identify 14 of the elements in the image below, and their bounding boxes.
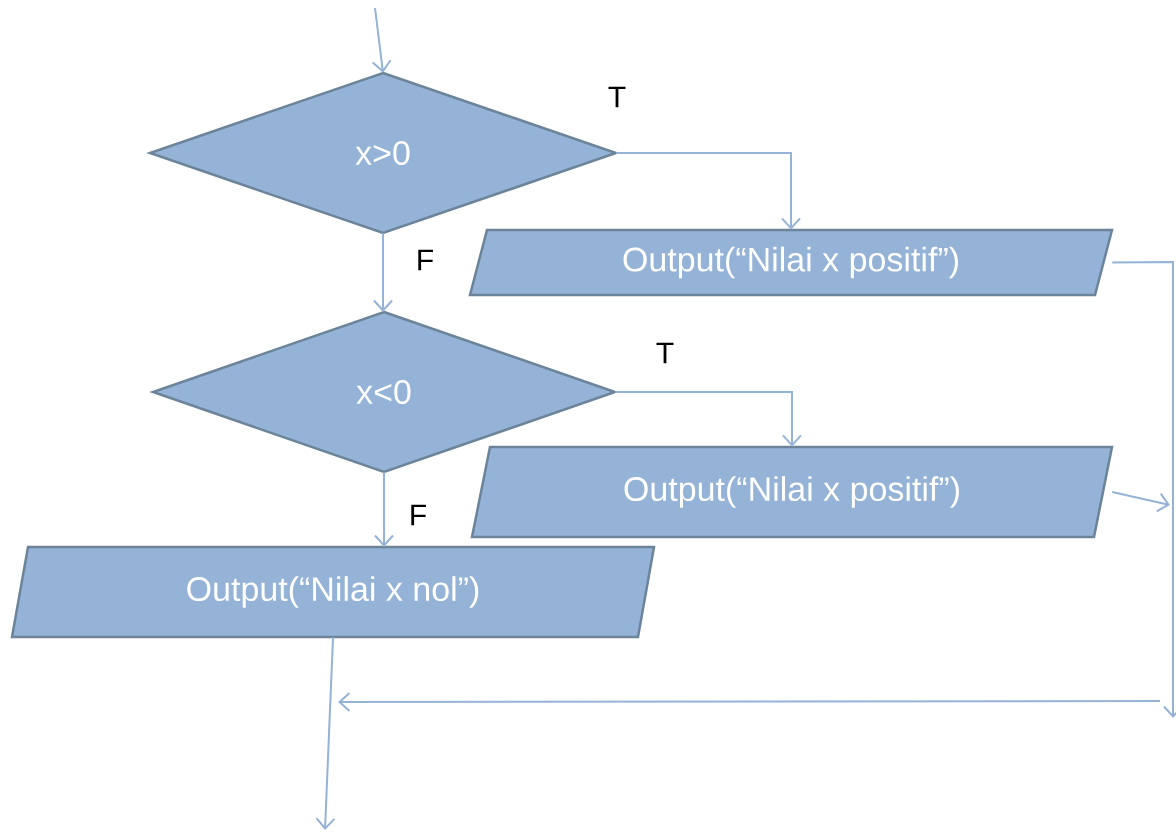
arrow xyxy=(374,471,394,547)
arrow xyxy=(615,152,801,230)
arrow xyxy=(315,636,336,830)
output-parallelogram: Output(“Nilai x nol”) xyxy=(10,545,656,639)
output-parallelogram: Output(“Nilai x positif”) xyxy=(470,445,1114,539)
arrow xyxy=(371,7,392,73)
edge-label: T xyxy=(654,341,676,365)
arrow xyxy=(1111,261,1176,718)
output-parallelogram: Output(“Nilai x positif”) xyxy=(468,228,1114,297)
arrow xyxy=(1111,491,1170,513)
arrow xyxy=(373,232,393,312)
edge-label: F xyxy=(407,503,429,527)
arrow xyxy=(614,391,802,447)
edge-label: F xyxy=(414,248,436,272)
